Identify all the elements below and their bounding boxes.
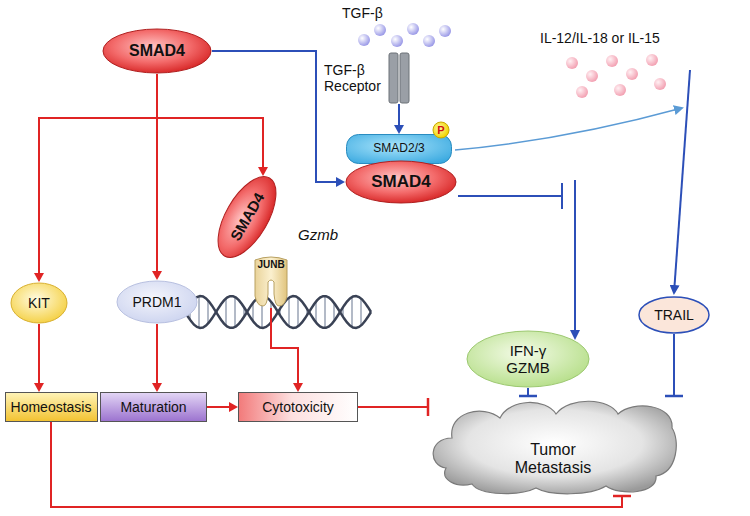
connector-line — [271, 308, 298, 384]
node-text: PRDM1 — [132, 294, 181, 310]
arrowhead — [258, 167, 268, 176]
induction-arrow — [574, 180, 576, 338]
cytokine-signal-arrow — [674, 70, 690, 293]
connector — [157, 74, 268, 176]
connector — [34, 74, 157, 282]
inhibition-bar — [665, 395, 683, 398]
gene-label: Gzmb — [298, 226, 338, 243]
node-text: KIT — [28, 295, 50, 311]
cytokine-ligands — [566, 54, 666, 98]
arrowhead — [336, 177, 345, 187]
cytokine-label: IL-12/IL-18 or IL-15 — [540, 30, 660, 46]
inhibition-bar — [427, 398, 430, 416]
node-text: SMAD2/3 — [373, 142, 424, 156]
connector-line — [157, 74, 263, 168]
process-box: Homeostasis — [5, 392, 98, 422]
protein-ellipse: SMAD4 — [345, 160, 457, 204]
connector-line — [398, 104, 400, 126]
protein-ellipse: SMAD4 — [102, 28, 212, 74]
node-text: SMAD4 — [371, 172, 431, 192]
connector — [152, 324, 162, 392]
connector — [519, 388, 537, 396]
gene-ellipse: PRDM1 — [116, 280, 198, 324]
arrowhead — [34, 273, 44, 282]
connector-line — [358, 406, 428, 408]
ligand-label: TGF-β — [342, 5, 383, 21]
node-text: IFN-γ — [510, 342, 547, 359]
connector — [271, 308, 303, 392]
arrowhead — [293, 383, 303, 392]
connector-line — [39, 74, 157, 274]
inhibition-line — [458, 183, 562, 209]
phospho-circle: P — [432, 121, 450, 139]
regulation-arrow — [455, 108, 682, 150]
receptor-symbol — [388, 52, 410, 104]
receptor: TGF-β Receptor — [324, 52, 410, 104]
arrowhead — [34, 383, 44, 392]
node-text: TRAIL — [654, 307, 694, 323]
node-text: SMAD4 — [226, 190, 267, 244]
process-box: Cytotoxicity — [238, 392, 358, 422]
connector — [358, 398, 428, 416]
arrowhead — [229, 402, 238, 412]
node-text: TGF-β Receptor — [324, 62, 384, 94]
connector-line — [38, 324, 40, 384]
connector-line — [156, 324, 158, 384]
connector — [665, 334, 683, 396]
connector-line — [207, 406, 230, 408]
connector — [207, 402, 238, 412]
connector — [394, 104, 404, 134]
node-text: Tumor Metastasis — [508, 441, 598, 478]
protein-ellipse: SMAD4 — [216, 176, 278, 258]
node-text: Cytotoxicity — [262, 399, 334, 415]
connector — [34, 324, 44, 392]
gene-ellipse: KIT — [10, 282, 68, 324]
effector-ellipse: IFN-γGZMB — [466, 330, 590, 388]
inhibition-bar — [613, 495, 631, 498]
node-text: Maturation — [120, 399, 186, 415]
transcription-factor: JUNB — [252, 256, 290, 308]
process-box: Maturation — [100, 392, 207, 422]
inhibition-bar — [519, 395, 537, 398]
node-text: Homeostasis — [11, 399, 92, 415]
tgf-beta-ligands — [358, 23, 451, 47]
arrowhead — [394, 125, 404, 134]
arrowhead — [152, 271, 162, 280]
node-text: P — [437, 124, 444, 137]
connector-line — [212, 51, 337, 182]
node-text: JUNB — [257, 259, 284, 271]
connector-line — [673, 334, 675, 396]
node-text: SMAD4 — [129, 42, 185, 60]
protein-shape: SMAD2/3 — [346, 134, 452, 164]
node-text: GZMB — [506, 359, 549, 376]
effector-ellipse: TRAIL — [638, 296, 710, 334]
arrowhead — [152, 383, 162, 392]
tumor-cloud: Tumor Metastasis — [428, 396, 678, 496]
